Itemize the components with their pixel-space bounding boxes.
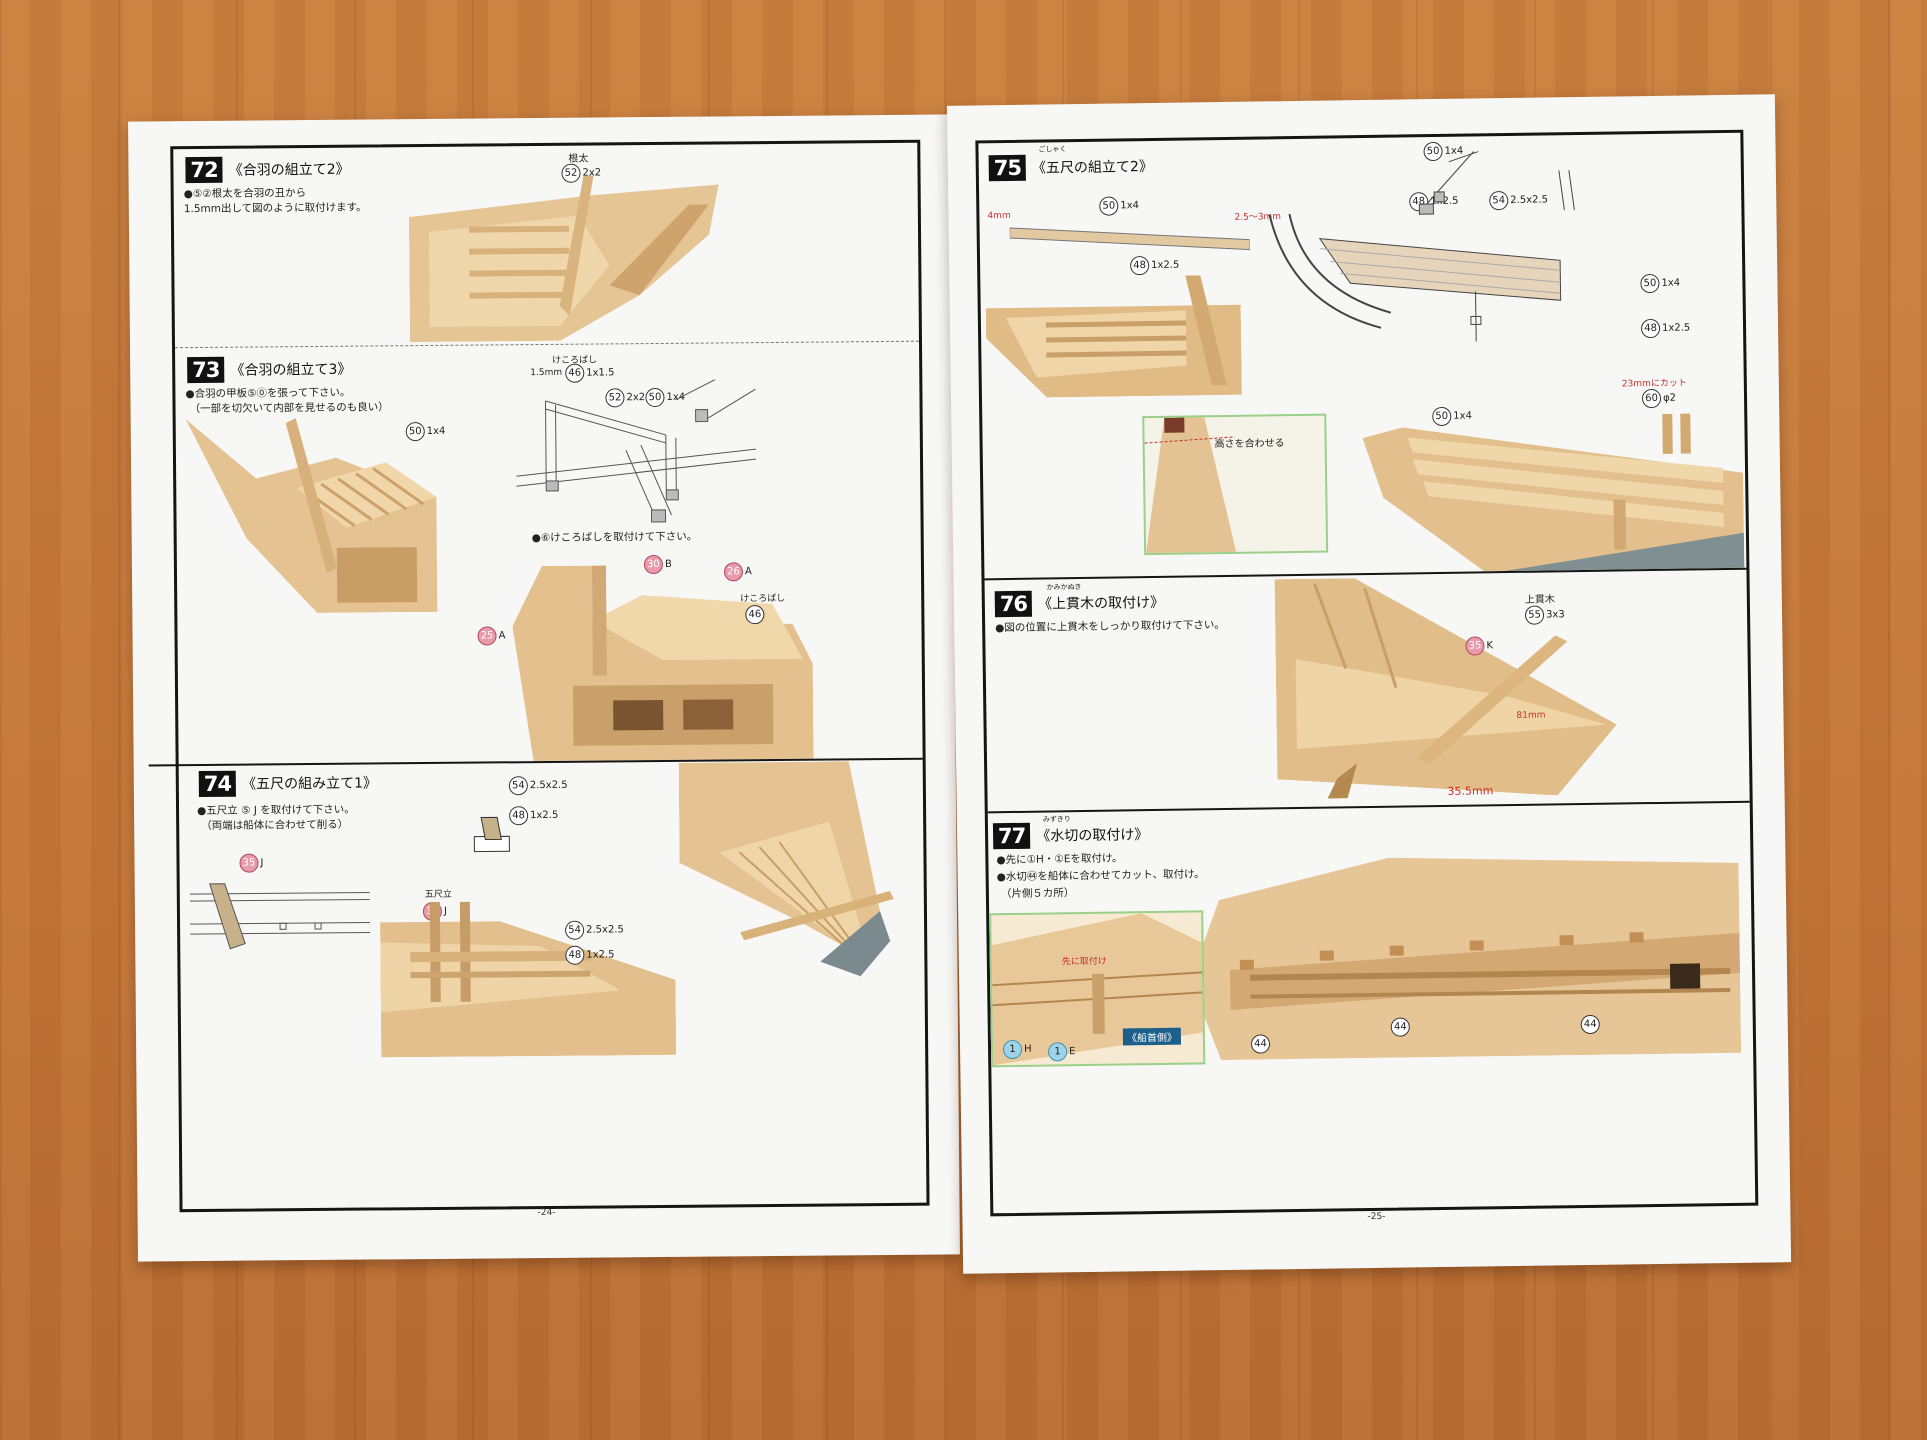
- joint-detail: [469, 811, 514, 856]
- step-76-photo: [1274, 575, 1618, 800]
- label-kekorobashi: けころばし: [740, 593, 786, 605]
- ruby-text: みずきり: [1042, 815, 1071, 824]
- detail-callout: 高さを合わせる: [1142, 413, 1329, 556]
- pre-attach-note: 先に取付け: [1061, 956, 1107, 968]
- step-77-note-3: （片側５カ所）: [1000, 887, 1075, 901]
- label-mm: 1.5mm: [530, 367, 563, 379]
- step-72-photo: [408, 174, 720, 343]
- part-label: 根太: [568, 153, 589, 165]
- step-title: 《合羽の組立て3》: [230, 361, 352, 379]
- step-number: 73: [187, 356, 225, 384]
- dim-4mm: 4mm: [987, 210, 1011, 222]
- page-number: -24-: [537, 1207, 556, 1219]
- step-77-photo: [1188, 853, 1742, 1061]
- step-number: 72: [185, 156, 223, 184]
- dim-81mm: 81mm: [1516, 710, 1546, 721]
- part-code: 44: [1250, 1034, 1272, 1054]
- step-74-photo: [380, 900, 677, 1058]
- height-label: 高さを合わせる: [1214, 438, 1285, 451]
- step-77-heading: 77 《水切の取付け》: [992, 821, 1149, 850]
- step-number: 75: [988, 154, 1027, 182]
- part-code: 44: [1390, 1017, 1412, 1037]
- page-frame: 72 《合羽の組立て2》 ●⑤②根太を合羽の丑から 1.5mm出して図のように取…: [148, 139, 930, 1213]
- step-74-note-2: （両端は船体に合わせて削る）: [201, 818, 349, 832]
- manual-page-left: 72 《合羽の組立て2》 ●⑤②根太を合羽の丑から 1.5mm出して図のように取…: [128, 114, 960, 1262]
- step-75-heading: 75 《五尺の組立て2》: [988, 153, 1154, 182]
- step-72-note: ●⑤②根太を合羽の丑から 1.5mm出して図のように取付けます。: [183, 187, 367, 216]
- part-code: 44: [1580, 1014, 1602, 1035]
- step-75-diagram: [1259, 150, 1592, 350]
- bow-side-tag: 《船首側》: [1122, 1027, 1182, 1046]
- step-75-photo-2: [1362, 413, 1745, 573]
- step-number: 76: [994, 590, 1033, 618]
- part-code: 46: [745, 605, 766, 625]
- plank-diagram: [1009, 220, 1250, 258]
- step-74-photo-2: [678, 761, 925, 993]
- step-73-heading: 73 《合羽の組立て3》: [187, 356, 352, 384]
- step-number: 77: [992, 822, 1031, 850]
- step-title: 《合羽の組立て2》: [228, 161, 350, 179]
- step-title: 《水切の取付け》: [1036, 827, 1149, 845]
- dim-35-5mm: 35.5mm: [1447, 784, 1494, 798]
- step-74-heading: 74 《五尺の組み立て1》: [198, 769, 378, 798]
- cut-note: 23mmにカット: [1621, 378, 1687, 390]
- page-number: -25-: [1367, 1211, 1386, 1223]
- part-label: 上貫木: [1524, 594, 1555, 606]
- step-73-note-3: ●⑥けころばしを取付けて下さい。: [531, 530, 698, 545]
- step-title: 《五尺の組み立て1》: [241, 775, 378, 793]
- divider: [175, 340, 919, 349]
- ruby-text: かみかぬき: [1046, 583, 1082, 592]
- step-73-photo-2: [512, 564, 814, 762]
- step-75-photo: [985, 275, 1242, 399]
- step-76-note: ●図の位置に上貫木をしっかり取付けて下さい。: [995, 619, 1225, 635]
- step-73-photo: [185, 417, 458, 614]
- step-77-note-1: ●先に①H・①Eを取付け。: [996, 852, 1123, 867]
- step-76-heading: 76 《上貫木の取付け》: [994, 589, 1165, 618]
- step-74-diagram: [189, 878, 371, 970]
- label-gosakudachi: 五尺立: [424, 889, 452, 901]
- step-73-note-2: （一部を切欠いて内部を見せるのも良い）: [189, 401, 389, 416]
- step-title: 《上貫木の取付け》: [1037, 594, 1165, 613]
- divider: [987, 800, 1750, 814]
- step-72-heading: 72 《合羽の組立て2》: [185, 156, 350, 184]
- step-77-note-2: ●水切㊹を船体に合わせてカット、取付け。: [996, 868, 1205, 884]
- step-73-note-1: ●合羽の甲板⑤⓪を張って下さい。: [185, 386, 351, 401]
- step-title: 《五尺の組立て2》: [1031, 158, 1154, 177]
- step-number: 74: [198, 770, 237, 798]
- step-74-note-1: ●五尺立 ⑤ J を取付けて下さい。: [197, 803, 355, 818]
- step-73-diagram: [515, 379, 766, 526]
- ruby-text: ごしゃく: [1038, 145, 1067, 154]
